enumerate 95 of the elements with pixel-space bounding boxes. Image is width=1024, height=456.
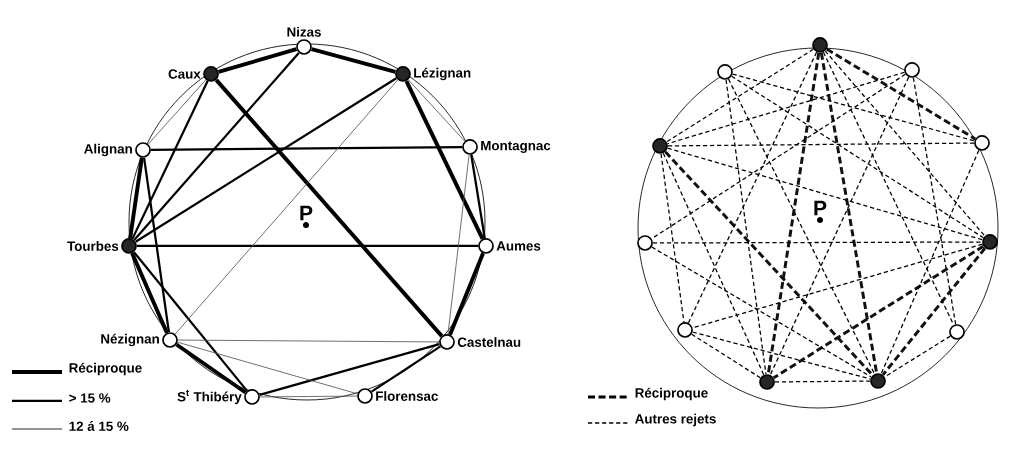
town-marker bbox=[395, 66, 471, 82]
place-name: Lézignan bbox=[414, 67, 471, 81]
dashed-line bbox=[650, 73, 907, 240]
town-marker bbox=[462, 139, 551, 155]
dashed-line bbox=[881, 247, 987, 376]
connection-line bbox=[259, 343, 440, 396]
place-name: Florensac bbox=[376, 391, 438, 401]
dashed-line bbox=[772, 244, 985, 380]
place-name: Castelnau bbox=[457, 337, 521, 347]
dashed-line bbox=[651, 246, 872, 378]
town-marker bbox=[287, 26, 321, 55]
connection-line bbox=[135, 77, 397, 243]
dashed-line bbox=[652, 241, 983, 244]
circle-marker bbox=[652, 138, 668, 154]
dashed-line bbox=[692, 331, 872, 380]
legend-label: Autres rejets bbox=[635, 413, 716, 427]
town-marker bbox=[67, 238, 137, 254]
legend-label: Réciproque bbox=[69, 362, 142, 376]
dashed-line bbox=[880, 149, 980, 375]
dashed-line bbox=[912, 77, 957, 325]
place-name: Nézignan bbox=[101, 333, 159, 347]
dashed-line bbox=[825, 47, 977, 141]
place-name: Alignan bbox=[84, 143, 132, 157]
dashed-line bbox=[731, 75, 984, 239]
town-marker bbox=[439, 334, 521, 350]
dashed-line bbox=[667, 142, 975, 147]
circle-marker bbox=[982, 234, 998, 250]
dashed-line bbox=[687, 51, 818, 324]
circle-marker bbox=[870, 373, 886, 389]
connection-line bbox=[147, 79, 207, 145]
connection-line bbox=[133, 251, 248, 392]
dashed-line bbox=[725, 79, 767, 375]
connection-line bbox=[131, 80, 209, 240]
dashed-line bbox=[822, 51, 955, 326]
connection-line bbox=[136, 244, 479, 248]
dashed-line bbox=[819, 52, 879, 374]
place-name: Montagnac bbox=[481, 141, 551, 153]
town-marker bbox=[168, 66, 219, 82]
connection-line bbox=[448, 252, 485, 336]
legend-label: Réciproque bbox=[635, 387, 708, 401]
dashed-line bbox=[666, 147, 984, 241]
connection-line bbox=[311, 47, 396, 74]
place-name: Caux bbox=[168, 69, 201, 79]
circle-marker bbox=[904, 62, 920, 78]
circle-marker bbox=[812, 37, 828, 53]
connection-line bbox=[174, 79, 399, 335]
circle-marker bbox=[717, 64, 733, 80]
dashed-line bbox=[691, 243, 984, 329]
connection-line bbox=[447, 154, 470, 335]
dashed-line bbox=[769, 76, 910, 376]
circle-marker bbox=[974, 135, 990, 151]
town-marker bbox=[357, 388, 438, 404]
connection-line bbox=[470, 154, 486, 239]
connection-line bbox=[128, 157, 144, 239]
dashed-line bbox=[664, 150, 874, 377]
town-marker bbox=[101, 332, 178, 348]
place-name: Tourbes bbox=[67, 241, 119, 251]
connection-line bbox=[259, 395, 358, 398]
connection-line bbox=[218, 47, 297, 74]
dashed-line bbox=[660, 153, 685, 323]
dashed-line bbox=[884, 335, 951, 378]
connection-line bbox=[143, 157, 170, 333]
place-name: Aumes bbox=[496, 241, 541, 251]
legend-label: 12 á 15 % bbox=[69, 421, 129, 431]
dashed-line bbox=[727, 78, 876, 375]
dashed-line bbox=[666, 48, 814, 143]
town-marker bbox=[177, 389, 260, 405]
dashed-line bbox=[662, 152, 765, 376]
town-marker bbox=[84, 142, 151, 158]
point-label: P bbox=[300, 205, 313, 221]
connection-line bbox=[175, 342, 247, 395]
dashed-line bbox=[766, 52, 821, 375]
connection-line bbox=[133, 52, 300, 241]
point-label: P bbox=[814, 200, 827, 216]
circle-marker bbox=[949, 324, 965, 340]
town-marker bbox=[478, 238, 541, 254]
dashed-line bbox=[824, 50, 986, 237]
connection-line bbox=[404, 80, 485, 240]
place-name: Nizas bbox=[287, 26, 321, 37]
circle-marker bbox=[637, 235, 653, 251]
circle-marker bbox=[677, 322, 693, 338]
dashed-line bbox=[666, 71, 906, 145]
connection-line bbox=[177, 339, 440, 343]
connection-line bbox=[150, 145, 463, 152]
place-name: S$^{t}$ Thibéry bbox=[177, 389, 242, 405]
connection-line bbox=[214, 78, 444, 338]
dashed-line bbox=[731, 73, 976, 142]
connection-line bbox=[407, 79, 466, 142]
connection-line bbox=[130, 252, 169, 334]
connection-line bbox=[370, 345, 442, 393]
circle-marker bbox=[759, 374, 775, 390]
dashed-line bbox=[774, 380, 871, 383]
connection-line bbox=[177, 341, 358, 395]
legend-label: > 15 % bbox=[69, 393, 111, 403]
dashed-line bbox=[691, 333, 761, 379]
